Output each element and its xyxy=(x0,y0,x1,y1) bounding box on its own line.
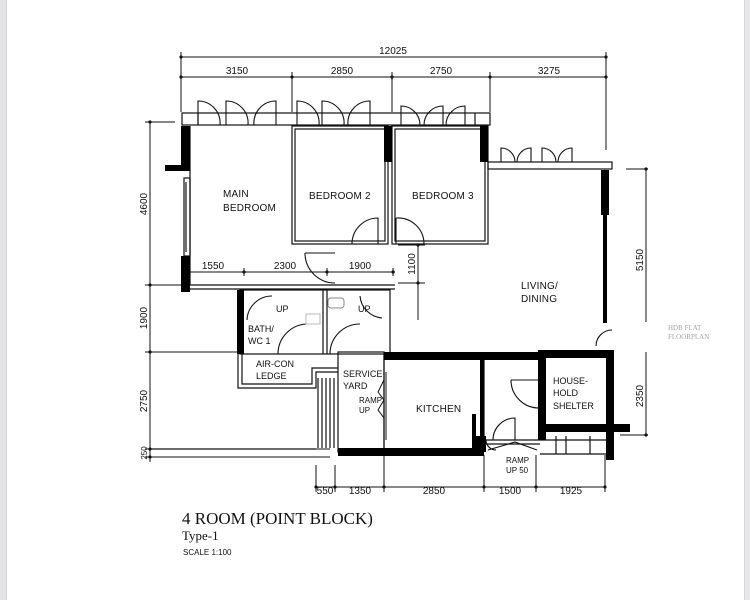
label-yard-1: SERVICE xyxy=(343,369,382,379)
label-shelter-3: SHELTER xyxy=(553,401,594,411)
dim-bottom-4: 1500 xyxy=(499,486,522,497)
dim-top-3: 2750 xyxy=(430,66,453,77)
label-yard-ramp-1: RAMP xyxy=(359,396,382,405)
label-living-2: DINING xyxy=(521,294,557,305)
plan-scale: SCALE 1:100 xyxy=(183,548,232,557)
watermark: HDB FLAT FLOORPLAN xyxy=(590,322,720,344)
page-edge-left xyxy=(0,0,7,600)
label-bath-up-2: UP xyxy=(358,304,371,314)
dim-left-1: 4600 xyxy=(139,192,150,215)
label-bedroom-2: BEDROOM 2 xyxy=(309,191,371,202)
door-swings xyxy=(197,100,613,451)
label-aircon-2: LEDGE xyxy=(256,371,287,381)
dim-bottom-2: 1350 xyxy=(349,486,372,497)
dim-mid-vertical: 1100 xyxy=(407,253,418,275)
dim-right-2: 2350 xyxy=(635,384,646,407)
label-entrance-ramp-2: UP 50 xyxy=(506,466,529,475)
dim-left-3: 2750 xyxy=(139,389,150,412)
label-main-bedroom-1: MAIN xyxy=(223,189,249,200)
dim-mid-2: 2300 xyxy=(274,261,297,272)
label-aircon-1: AIR-CON xyxy=(256,359,294,369)
dim-left-4: 250 xyxy=(140,446,149,460)
dim-top-2: 2850 xyxy=(331,66,354,77)
dim-right-1: 5150 xyxy=(635,248,646,271)
label-yard-ramp-2: UP xyxy=(359,406,370,415)
dim-bottom-5: 1925 xyxy=(560,486,583,497)
plan-title: 4 ROOM (POINT BLOCK) xyxy=(182,509,373,528)
plan-subtitle: Type-1 xyxy=(182,528,219,543)
watermark-line-2: FLOORPLAN xyxy=(668,333,710,341)
dim-mid-1: 1550 xyxy=(202,261,225,272)
label-yard-2: YARD xyxy=(343,381,368,391)
label-main-bedroom-2: BEDROOM xyxy=(223,203,276,214)
dim-overall-width: 12025 xyxy=(379,46,407,57)
dim-bottom-1: 550 xyxy=(317,486,334,497)
label-entrance-ramp-1: RAMP xyxy=(506,456,529,465)
page-edge-right xyxy=(744,0,750,600)
ramp-indicator xyxy=(377,372,387,440)
label-bath-1: BATH/ xyxy=(248,324,274,334)
watermark-line-1: HDB FLAT xyxy=(668,324,702,332)
dim-top-4: 3275 xyxy=(538,66,561,77)
dimension-ticks xyxy=(148,55,648,489)
dim-mid-3: 1900 xyxy=(349,261,372,272)
label-shelter-1: HOUSE- xyxy=(553,376,588,386)
label-bath-2: WC 1 xyxy=(248,336,271,346)
label-bedroom-3: BEDROOM 3 xyxy=(412,191,474,202)
toilet-icon xyxy=(305,297,345,325)
label-kitchen: KITCHEN xyxy=(416,404,461,415)
dim-top-1: 3150 xyxy=(226,66,249,77)
label-shelter-2: HOLD xyxy=(553,388,579,398)
label-bath-up-1: UP xyxy=(276,304,289,314)
dim-left-2: 1900 xyxy=(139,306,150,329)
label-living-1: LIVING/ xyxy=(521,281,558,292)
dim-bottom-3: 2850 xyxy=(423,486,446,497)
structural-walls xyxy=(165,126,630,460)
